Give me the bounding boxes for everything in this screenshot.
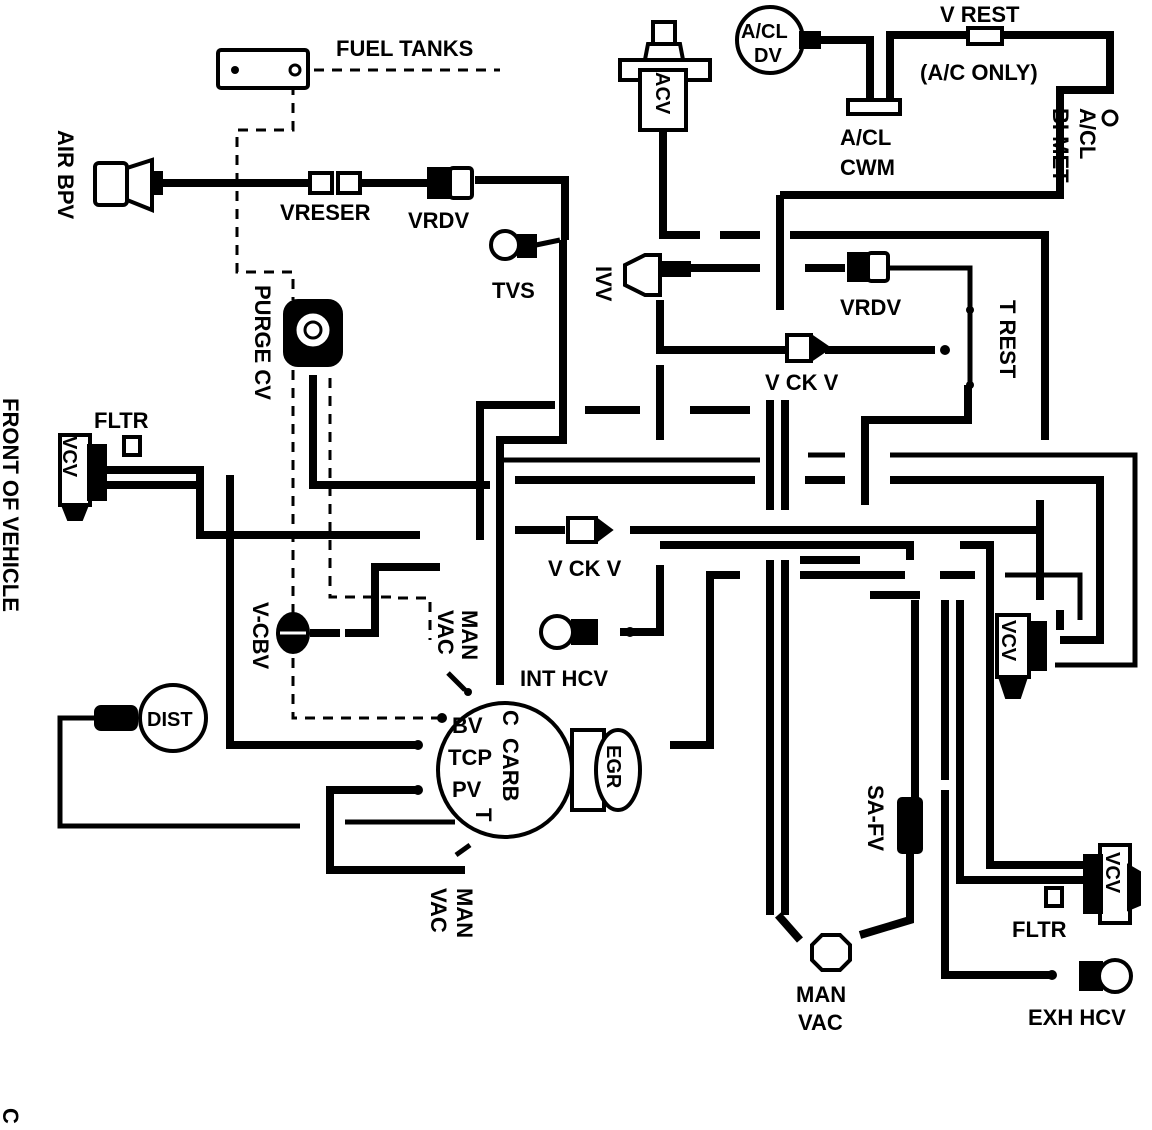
label-carb-t: T — [471, 808, 496, 822]
label-man-vac-center-1: MAN — [796, 982, 846, 1007]
air-bpv-icon — [93, 157, 163, 213]
label-ac-only: (A/C ONLY) — [920, 60, 1038, 85]
int-hcv-icon — [539, 614, 635, 650]
label-vreser: VRESER — [280, 200, 371, 225]
label-carb-c: C — [498, 710, 523, 726]
dist-icon — [94, 683, 208, 753]
label-acl-dv-2: DV — [754, 45, 782, 67]
vcv-right-mid-icon — [995, 613, 1047, 699]
label-man-vac-bottom-1: MAN — [452, 888, 477, 938]
vrdv-right-icon — [847, 251, 890, 283]
label-v-ck-v-lower: V CK V — [548, 556, 622, 581]
acv-icon — [618, 20, 712, 132]
label-air-bpv: AIR BPV — [53, 130, 78, 220]
sa-fv-icon — [897, 797, 923, 854]
label-acl-cwm-1: A/CL — [840, 125, 891, 150]
label-corner-letter: C — [0, 1108, 23, 1124]
label-v-rest: V REST — [940, 2, 1020, 27]
label-carb-bv: BV — [452, 713, 483, 738]
label-fltr-left: FLTR — [94, 408, 149, 433]
label-man-vac-center-2: VAC — [798, 1010, 843, 1035]
vreser-icon — [308, 171, 362, 195]
label-int-hcv: INT HCV — [520, 666, 608, 691]
label-vcv-right-mid: VCV — [997, 620, 1019, 662]
label-egr: EGR — [602, 745, 624, 789]
label-v-ck-v-upper: V CK V — [765, 370, 839, 395]
fltr-right-icon — [1044, 886, 1064, 908]
v-ck-v-lower-icon — [566, 516, 614, 544]
label-purge-cv: PURGE CV — [250, 285, 275, 400]
label-acl-cwm-2: CWM — [840, 155, 895, 180]
fltr-left-icon — [122, 435, 142, 457]
label-acl-dv-1: A/CL — [741, 21, 788, 43]
man-vac-center-icon — [810, 933, 852, 972]
man-vac-top-fitting — [446, 671, 472, 696]
label-vrdv-right: VRDV — [840, 295, 901, 320]
label-man-vac-top-2: VAC — [433, 610, 458, 655]
label-sa-fv: SA-FV — [863, 785, 888, 851]
vcv-left-icon — [58, 433, 107, 521]
v-cbv-icon — [276, 612, 310, 654]
label-carb-pv: PV — [452, 777, 482, 802]
label-tvs: TVS — [492, 278, 535, 303]
acl-cwm-icon — [846, 98, 902, 116]
ivv-icon — [623, 253, 691, 297]
label-man-vac-top-1: MAN — [457, 610, 482, 660]
label-acv: ACV — [651, 72, 673, 115]
acl-bimet-fitting — [1101, 109, 1119, 127]
label-acl-bimet-2: BI MET — [1048, 108, 1073, 183]
label-vcv-right-bottom: VCV — [1101, 852, 1123, 894]
exh-hcv-icon — [1047, 958, 1133, 994]
label-v-cbv: V-CBV — [248, 602, 273, 670]
carb-icon — [413, 701, 642, 858]
label-front-of-vehicle: FRONT OF VEHICLE — [0, 398, 23, 612]
label-fltr-right: FLTR — [1012, 917, 1067, 942]
t-rest-fittings — [940, 306, 974, 389]
vacuum-hoses — [57, 31, 1138, 979]
label-fuel-tanks: FUEL TANKS — [336, 36, 473, 61]
tvs-icon — [489, 229, 561, 261]
label-ivv: IVV — [591, 266, 616, 302]
label-vrdv-left: VRDV — [408, 208, 469, 233]
purge-cv-icon — [283, 299, 343, 367]
label-man-vac-bottom-2: VAC — [426, 888, 451, 933]
label-vcv-left: VCV — [58, 436, 80, 478]
label-carb-carb: CARB — [498, 738, 523, 802]
label-acl-bimet-1: A/CL — [1075, 108, 1100, 159]
vcv-right-bottom-icon — [1083, 843, 1141, 925]
label-t-rest: T REST — [995, 300, 1020, 379]
label-dist: DIST — [147, 709, 193, 731]
label-carb-tcp: TCP — [448, 745, 492, 770]
acl-dv-icon — [735, 5, 821, 75]
label-exh-hcv: EXH HCV — [1028, 1005, 1126, 1030]
fuel-tanks-icon — [216, 48, 310, 90]
vrdv-left-icon — [427, 166, 474, 200]
v-rest-icon — [966, 26, 1004, 46]
v-ck-v-upper-icon — [785, 333, 832, 363]
